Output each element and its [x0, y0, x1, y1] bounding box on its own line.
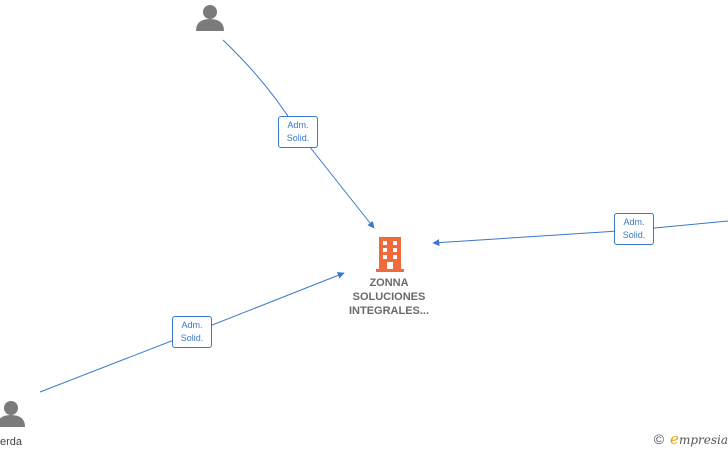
company-name[interactable]: ZONNA SOLUCIONES INTEGRALES...: [328, 276, 450, 318]
relation-label[interactable]: Adm. Solid.: [278, 116, 318, 148]
relation-label-line2: Solid.: [180, 333, 204, 343]
brand-initial: e: [670, 430, 679, 448]
relation-label-line1: Adm.: [623, 217, 645, 227]
relation-label-line1: Adm.: [181, 320, 203, 330]
relation-label[interactable]: Adm. Solid.: [172, 316, 212, 348]
relation-label[interactable]: Adm. Solid.: [614, 213, 654, 245]
company-name-line2: SOLUCIONES: [352, 291, 426, 303]
edge-left-person-to-company: [39, 332, 193, 393]
edge-right-person-to-company-arrow: [432, 229, 635, 247]
brand-name: mpresia: [678, 433, 728, 447]
relation-label-line2: Solid.: [622, 230, 646, 240]
company-name-line1: ZONNA: [369, 277, 409, 289]
edge-left-person-to-company-arrow: [191, 272, 345, 334]
edge-top-person-to-company-arrow: [297, 131, 375, 229]
brand-logo: empresia: [670, 430, 728, 448]
building-icon[interactable]: [376, 237, 404, 272]
person-icon[interactable]: [196, 5, 224, 31]
footer-brand: © empresia: [654, 430, 728, 448]
copyright-icon: ©: [653, 431, 665, 447]
relation-label-line2: Solid.: [286, 133, 310, 143]
person-name[interactable]: erda: [0, 436, 23, 448]
company-name-line3: INTEGRALES...: [348, 305, 430, 317]
relation-label-line1: Adm.: [287, 120, 309, 130]
person-icon[interactable]: [0, 401, 25, 427]
